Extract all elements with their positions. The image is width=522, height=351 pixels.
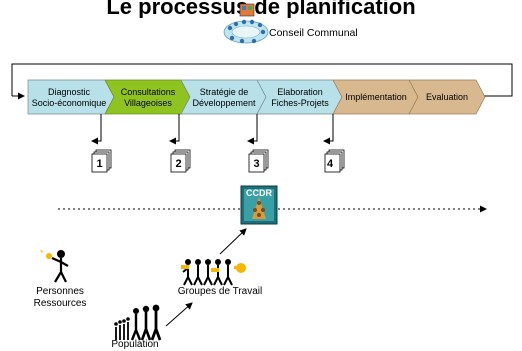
step-implementation-label: Implémentation [345,92,407,102]
council-icon [223,3,269,44]
document-4-label: 4 [327,158,334,170]
document-2-label: 2 [175,158,181,170]
document-2-icon: 2 [170,149,191,173]
population-label: Population [111,339,159,350]
working-groups-label: Groupes de Travail [177,286,263,297]
ccdr-label: CCDR [246,188,272,198]
ccdr-icon: CCDR [240,185,278,225]
connector-1 [91,114,102,145]
document-3-label: 3 [253,158,259,170]
working-group-icon [181,259,246,286]
council-label: Conseil Communal [269,27,358,39]
arrow-population-to-groups [165,302,193,327]
population-icon [114,304,162,341]
document-1-icon: 1 [91,149,112,173]
arrow-groups-to-ccdr [219,228,247,255]
document-4-icon: 4 [324,149,345,173]
step-evaluation [408,79,486,115]
document-1-label: 1 [96,158,102,170]
connector-4 [323,114,334,145]
resource-person-icon [40,250,69,283]
connector-3 [247,114,258,145]
feedback-loop [11,63,513,97]
step-evaluation-label: Evaluation [425,92,469,102]
connector-2 [169,114,180,145]
document-3-icon: 3 [248,149,269,173]
page-title: Le processus de planification [106,0,416,18]
